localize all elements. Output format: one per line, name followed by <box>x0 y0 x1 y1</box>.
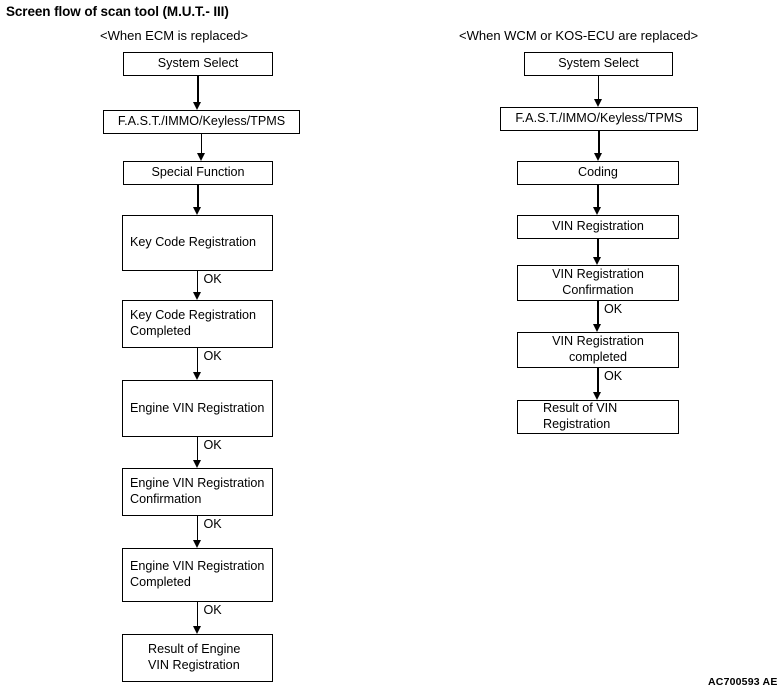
reference-code: AC700593 AE <box>708 676 778 688</box>
flow-node-text-line: VIN Registration <box>148 658 240 672</box>
flow-node-label: Engine VIN Registration <box>130 401 264 417</box>
edge-label-ok: OK <box>203 272 222 286</box>
flow-node-coding: Coding <box>517 161 679 185</box>
flow-node-text-line: Registration <box>543 417 611 431</box>
flow-node-text-line: Completed <box>130 324 191 338</box>
arrowhead-icon <box>593 257 602 265</box>
flow-node-label: Special Function <box>151 165 244 181</box>
flow-node-text-line: Result of Engine <box>148 642 241 657</box>
flow-node-text-line: F.A.S.T./IMMO/Keyless/TPMS <box>117 114 286 129</box>
flow-node-text-line: F.A.S.T./IMMO/Keyless/TPMS <box>515 111 683 126</box>
connector-line <box>196 271 199 293</box>
flow-node-system-select: System Select <box>524 52 673 76</box>
connector-line <box>197 185 199 208</box>
connector-line <box>597 185 599 208</box>
edge-label-ok: OK <box>203 349 222 363</box>
page-title: Screen flow of scan tool (M.U.T.- III) <box>6 4 229 19</box>
flow-node-label: F.A.S.T./IMMO/Keyless/TPMS <box>118 114 285 130</box>
flow-node-label: System Select <box>158 56 239 72</box>
arrowhead-icon <box>593 99 602 107</box>
connector-line <box>597 76 600 100</box>
flow-heading-ecm: <When ECM is replaced> <box>100 28 249 43</box>
flow-node-text-line: VIN Registration <box>552 219 644 234</box>
flow-node-engine-vin-registration: Engine VIN Registration <box>122 380 273 437</box>
flow-node-text-line: Confirmation <box>130 492 202 506</box>
edge-label-ok: OK <box>604 302 623 316</box>
flow-node-text-line: Completed <box>130 575 191 589</box>
edge-label-ok: OK <box>203 517 222 531</box>
arrowhead-icon <box>192 540 201 548</box>
flow-node-text-line: Confirmation <box>562 283 634 297</box>
arrowhead-icon <box>593 392 602 400</box>
arrowhead-icon <box>192 372 201 380</box>
flow-node-text-line: Result of VIN <box>543 401 618 416</box>
connector-line <box>196 602 199 627</box>
connector-line <box>200 134 203 154</box>
flow-node-key-code-registration: Key Code Registration <box>122 215 273 271</box>
flow-node-special-function: Special Function <box>123 161 273 185</box>
arrowhead-icon <box>593 207 602 215</box>
flow-node-fast-immo-keyless-tpms: F.A.S.T./IMMO/Keyless/TPMS <box>500 107 698 131</box>
connector-line <box>597 301 599 325</box>
arrowhead-icon <box>593 324 602 332</box>
flow-node-text-line: completed <box>568 350 628 364</box>
flow-node-text-line: Engine VIN Registration <box>130 559 265 574</box>
flow-node-label: Key Code Registration <box>130 235 256 251</box>
flow-node-label: System Select <box>558 56 639 72</box>
flow-node-text-line: VIN Registration <box>552 267 644 282</box>
connector-line <box>597 239 599 258</box>
flow-node-text-line: Engine VIN Registration <box>130 400 265 415</box>
flow-node-label: F.A.S.T./IMMO/Keyless/TPMS <box>515 111 682 127</box>
arrowhead-icon <box>196 153 205 161</box>
flow-heading-wcm-kos: <When WCM or KOS-ECU are replaced> <box>459 28 699 43</box>
flow-node-text-line: Engine VIN Registration <box>130 476 265 491</box>
edge-label-ok: OK <box>604 369 623 383</box>
flow-node-text-line: Special Function <box>151 165 245 180</box>
flow-node-text-line: Key Code Registration <box>130 235 257 250</box>
connector-line <box>598 131 600 154</box>
flow-node-text-line: Key Code Registration <box>130 308 257 323</box>
flow-node-label: VIN Registration <box>552 219 644 235</box>
arrowhead-icon <box>193 207 202 215</box>
flow-node-fast-immo-keyless-tpms: F.A.S.T./IMMO/Keyless/TPMS <box>103 110 300 134</box>
arrowhead-icon <box>594 153 603 161</box>
connector-line <box>597 368 599 393</box>
arrowhead-icon <box>193 102 202 110</box>
flow-node-text-line: VIN Registration <box>552 334 644 349</box>
connector-line <box>196 348 199 373</box>
connector-line <box>196 437 199 461</box>
connector-line <box>196 516 199 541</box>
edge-label-ok: OK <box>203 603 222 617</box>
flow-node-text-line: System Select <box>157 56 239 71</box>
arrowhead-icon <box>192 460 201 468</box>
flow-node-vin-registration: VIN Registration <box>517 215 679 239</box>
arrowhead-icon <box>192 292 201 300</box>
flow-node-label: Coding <box>578 165 618 181</box>
flow-node-text-line: System Select <box>558 56 639 71</box>
connector-line <box>197 76 199 103</box>
edge-label-ok: OK <box>203 438 222 452</box>
flow-node-text-line: Coding <box>578 165 618 180</box>
arrowhead-icon <box>192 626 201 634</box>
flow-node-system-select: System Select <box>123 52 273 76</box>
